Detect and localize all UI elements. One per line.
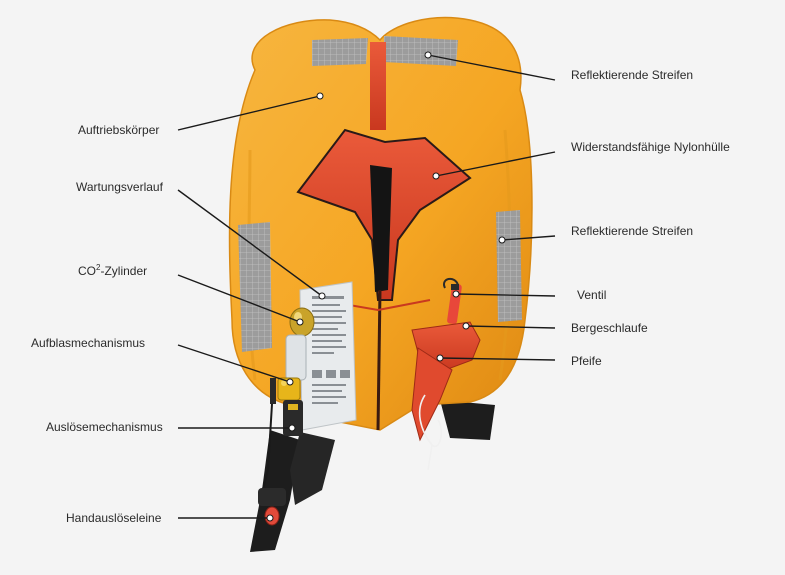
reflective-strip-right [496,210,522,322]
label-reflective-strips-side: Reflektierende Streifen [571,224,694,238]
leader-reflective-side [501,235,556,241]
dot-service-history [318,292,326,300]
reflective-strip-top-right [384,36,458,66]
dot-co2-cylinder [296,318,304,326]
dot-reflective-side [498,236,506,244]
label-trigger-mechanism: Auslösemechanismus [46,420,163,434]
leader-co2-cylinder [177,274,301,323]
leader-valve [455,293,556,297]
leader-buoyancy-body [177,95,321,131]
dot-buoyancy-body [316,92,324,100]
label-reflective-strips-top: Reflektierende Streifen [571,68,694,82]
leader-reflective-top [427,54,556,81]
service-label-panel [299,281,357,431]
label-co2-cylinder: CO2-Zylinder [78,263,148,279]
label-rescue-loop: Bergeschlaufe [571,321,648,335]
dot-inflation-mechanism [286,378,294,386]
co2-prefix: CO [78,264,96,278]
co2-subscript: 2 [96,263,101,272]
leader-dots [266,51,506,522]
reflective-strip-top-left [312,38,368,66]
leader-service-history [177,189,323,297]
label-manual-pull-cord: Handauslöseleine [66,511,162,525]
label-inflation-mechanism: Aufblasmechanismus [31,336,146,350]
leader-whistle [439,357,556,361]
reflective-strip-left [238,222,272,352]
whistle [411,347,453,471]
dot-reflective-top [424,51,432,59]
label-valve: Ventil [577,288,607,302]
leader-inflation-mechanism [177,344,291,383]
dot-rescue-loop [462,322,470,330]
dot-valve [452,290,460,298]
label-service-history: Wartungsverlauf [76,180,163,194]
label-whistle: Pfeife [571,354,602,368]
leader-lines [177,54,556,519]
co2-suffix: -Zylinder [100,264,148,278]
leader-nylon-cover [435,151,556,177]
label-nylon-cover: Widerstandsfähige Nylonhülle [571,140,730,154]
trigger-mechanism [283,400,303,436]
leader-rescue-loop [465,325,556,329]
dot-manual-pull-cord [266,514,274,522]
nylon-cover [296,42,472,431]
dot-whistle [436,354,444,362]
dot-trigger-mechanism [288,424,296,432]
label-buoyancy-body: Auftriebskörper [78,123,160,137]
dot-nylon-cover [432,172,440,180]
